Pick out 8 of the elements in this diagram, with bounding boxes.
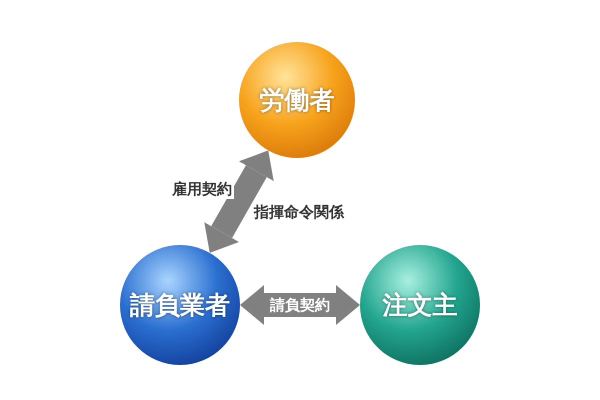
relation-label: 指揮命令関係 (254, 203, 344, 221)
sphere-label: 請負業者 (128, 290, 231, 322)
double-arrow (240, 285, 360, 325)
sphere-label: 注文主 (381, 290, 458, 322)
sphere-label: 労働者 (258, 84, 336, 116)
edge-label: 雇用契約 (170, 179, 234, 199)
edge-label: 請負契約 (268, 295, 331, 315)
double-arrow (204, 150, 274, 253)
